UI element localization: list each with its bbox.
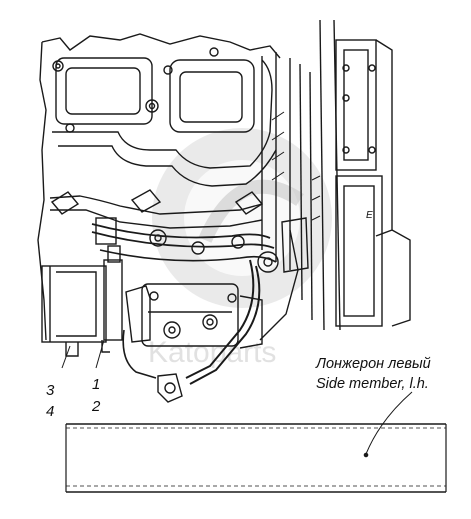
callout-leaders xyxy=(61,339,413,458)
side-member-caption-ru: Лонжерон левый xyxy=(315,356,431,372)
edge-label: E xyxy=(366,210,373,221)
side-member-caption-en: Side member, l.h. xyxy=(316,376,429,392)
callout-1: 1 xyxy=(92,376,100,393)
engine-block xyxy=(37,19,411,403)
callout-3: 3 xyxy=(46,382,55,399)
callout-4: 4 xyxy=(46,403,54,420)
watermark-logo: Katoparts xyxy=(148,128,332,369)
callout-2: 2 xyxy=(91,398,101,415)
side-member-beam xyxy=(65,423,447,493)
